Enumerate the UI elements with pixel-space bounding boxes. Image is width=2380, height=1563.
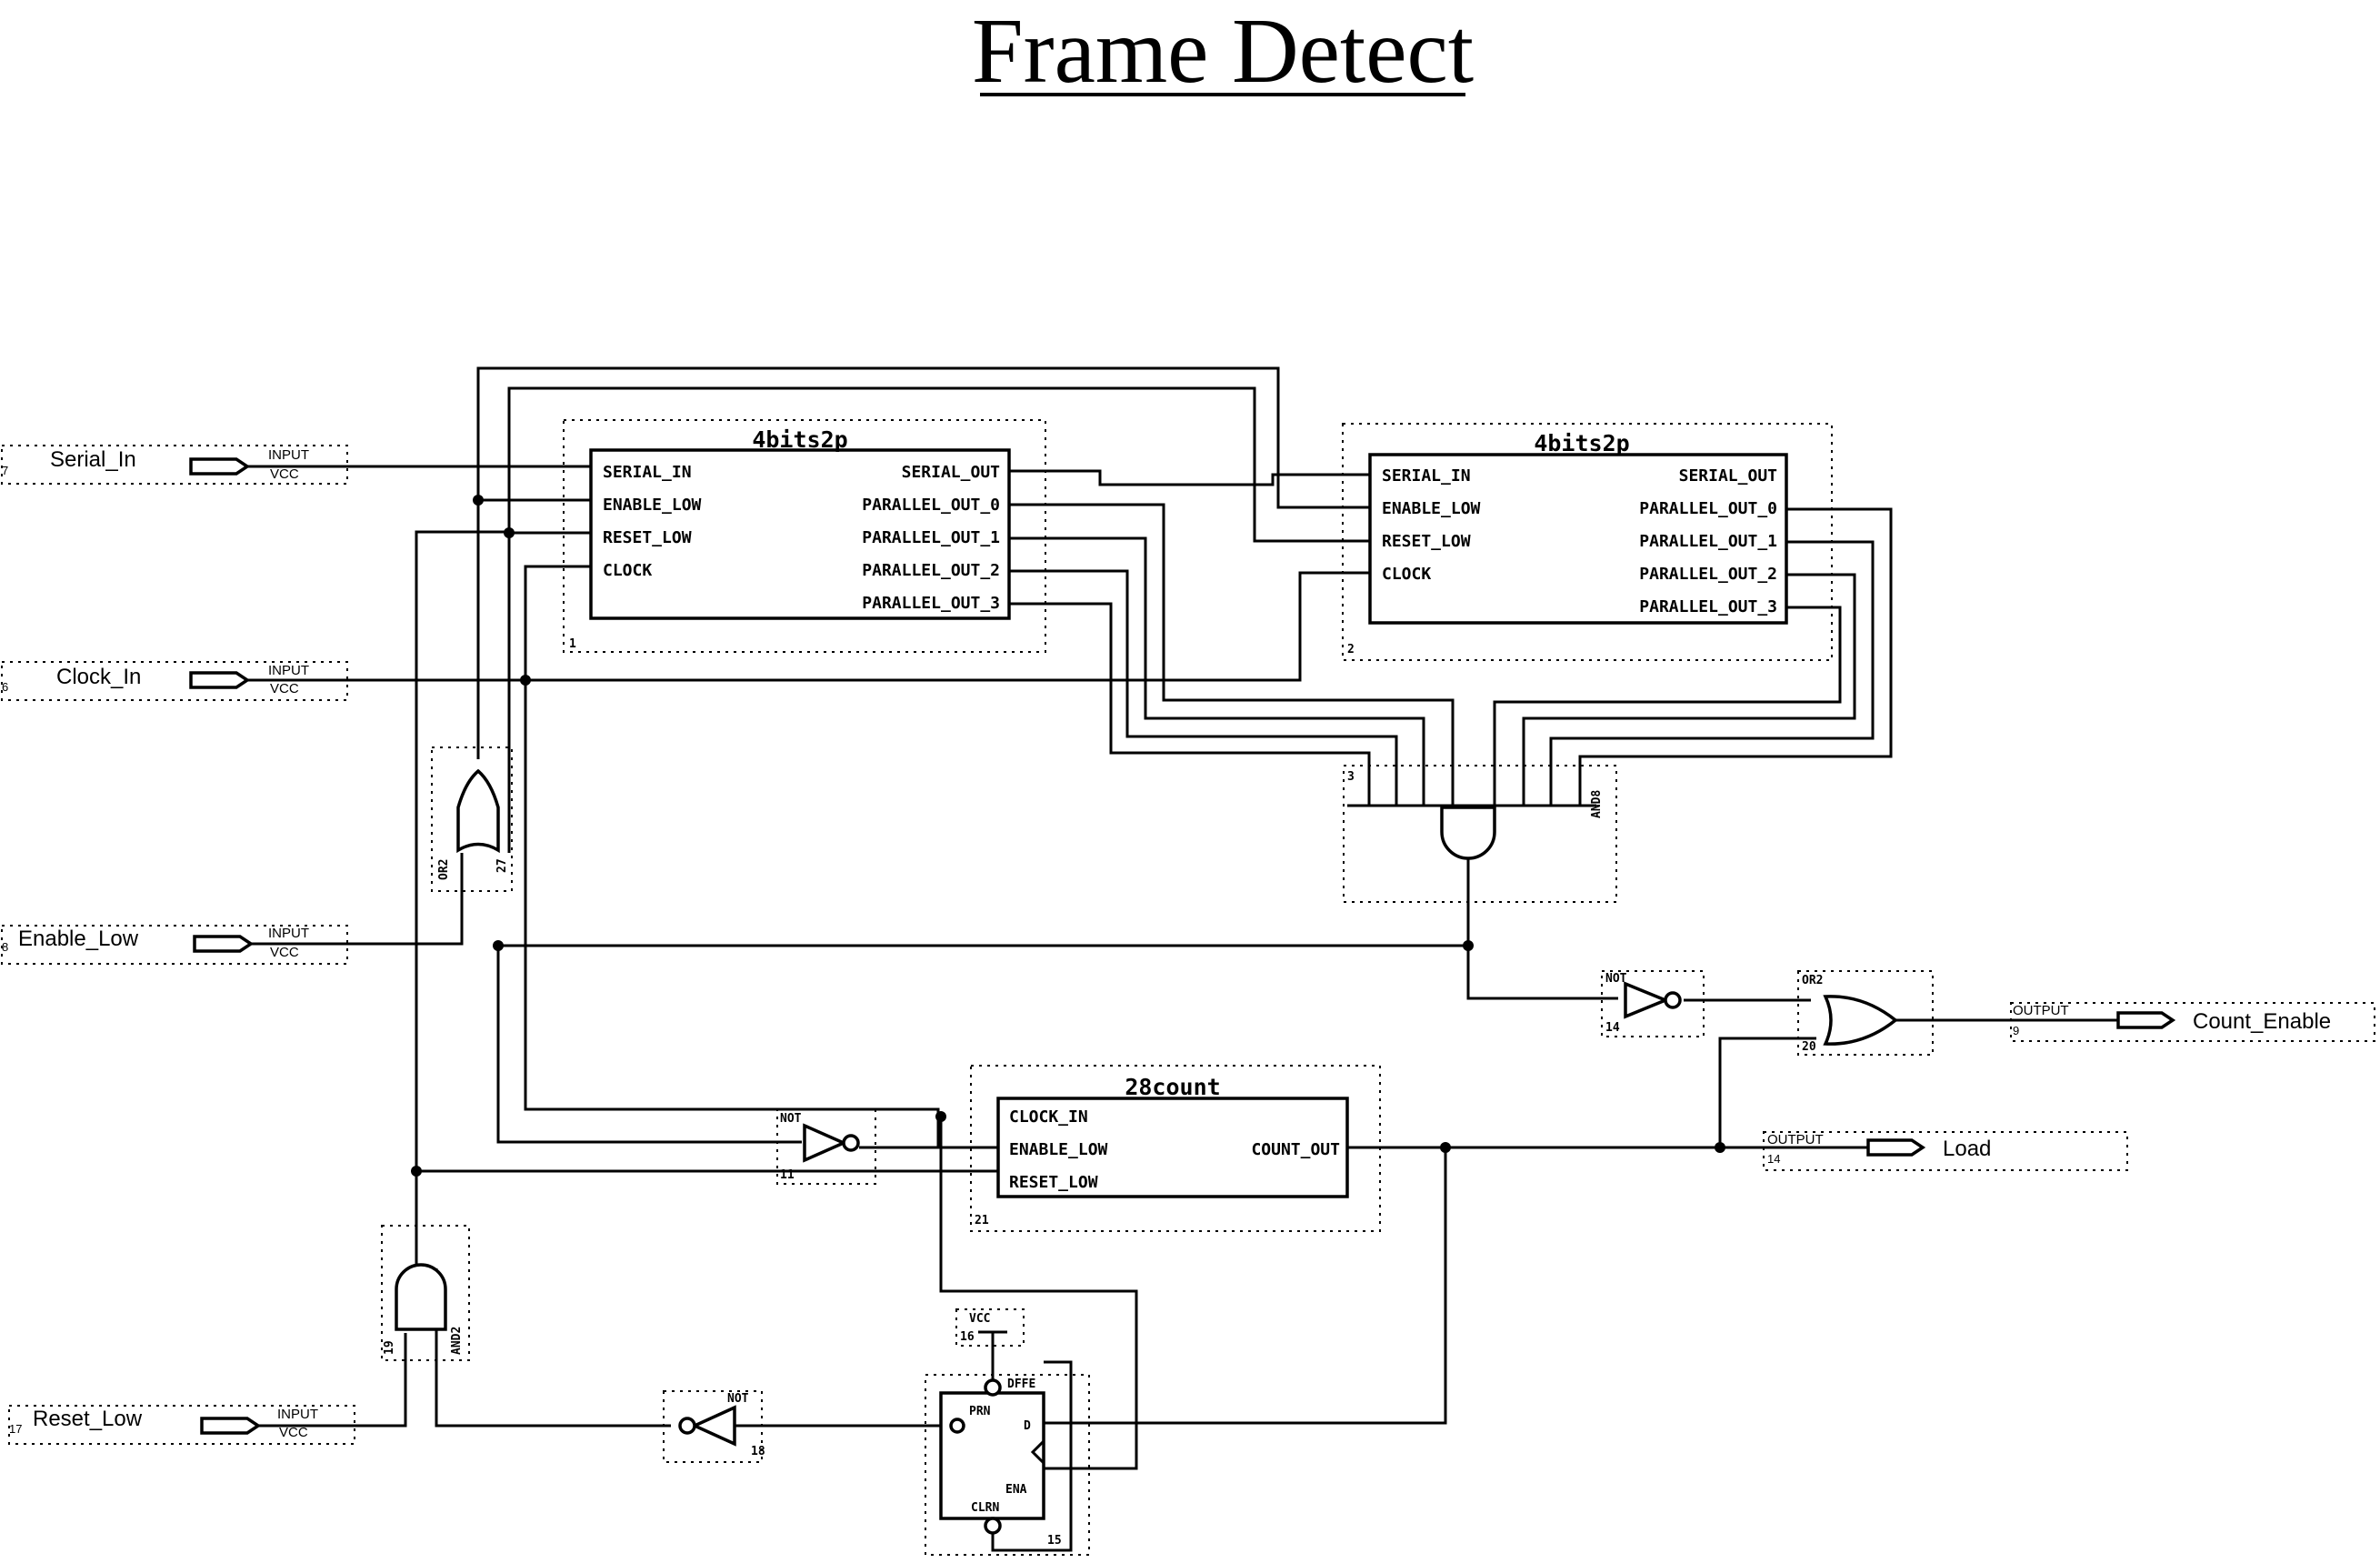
gate-label: OR2	[1802, 974, 1823, 987]
pin-label: RESET_LOW	[603, 528, 692, 547]
pin-tag: VCC	[270, 945, 299, 960]
pin-label: RESET_LOW	[1009, 1173, 1098, 1192]
gate-number: 18	[751, 1445, 765, 1458]
dffe-flipflop: DFFE PRN D ENA CLRN 15	[925, 1374, 1090, 1556]
dffe-pin-prn: PRN	[969, 1405, 991, 1418]
pin-label: PARALLEL_OUT_2	[1639, 565, 1777, 584]
gate-label: AND2	[450, 1327, 464, 1355]
wires	[300, 366, 2118, 1552]
pin-label: ENABLE_LOW	[1382, 499, 1481, 518]
pin-label: PARALLEL_OUT_0	[862, 496, 1000, 515]
gate-label: AND8	[1590, 790, 1604, 818]
pin-label: SERIAL_IN	[1382, 466, 1471, 486]
output-pin-load: OUTPUT 14 Load	[1763, 1131, 2128, 1171]
dffe-pin-d: D	[1024, 1419, 1031, 1433]
pin-name: Count_Enable	[2193, 1009, 2331, 1034]
pin-name: Clock_In	[56, 665, 141, 689]
pin-tag: INPUT	[277, 1407, 318, 1422]
input-pin-clock-in: 6 Clock_In INPUT VCC	[1, 661, 348, 701]
dffe-number: 15	[1047, 1534, 1062, 1548]
pin-label: RESET_LOW	[1382, 532, 1471, 551]
pin-label: CLOCK	[1382, 565, 1431, 584]
gate-number: 20	[1802, 1040, 1816, 1054]
pin-label: CLOCK_IN	[1009, 1107, 1088, 1127]
block-name: 4bits2p	[752, 426, 847, 453]
output-pin-count-enable: OUTPUT 9 Count_Enable	[2010, 1002, 2375, 1042]
vcc-source: VCC 16	[955, 1308, 1025, 1347]
gate-number: 3	[1347, 770, 1355, 784]
block-id: 1	[569, 637, 576, 651]
pin-number: 7	[2, 464, 8, 477]
pin-label: PARALLEL_OUT_3	[862, 594, 1000, 613]
block-name: 4bits2p	[1534, 430, 1629, 456]
or2-gate-right: OR2 20	[1797, 970, 1934, 1056]
gate-number: 27	[495, 858, 509, 873]
pin-label: PARALLEL_OUT_3	[1639, 597, 1777, 616]
pin-number: 17	[9, 1422, 22, 1436]
gate-number: 19	[383, 1340, 396, 1355]
pin-label: PARALLEL_OUT_1	[1639, 532, 1777, 551]
pin-number: 14	[1767, 1152, 1780, 1166]
pin-name: Serial_In	[50, 447, 136, 472]
pin-tag: OUTPUT	[2013, 1003, 2069, 1018]
pin-tag: VCC	[270, 681, 299, 696]
pin-label: SERIAL_OUT	[1679, 466, 1778, 486]
shift-register-block-1: 4bits2p SERIAL_IN ENABLE_LOW RESET_LOW C…	[563, 419, 1046, 653]
pin-label: PARALLEL_OUT_2	[862, 561, 1000, 580]
dffe-pin-ena: ENA	[1005, 1483, 1027, 1497]
gate-label: NOT	[780, 1112, 802, 1126]
pin-name: Enable_Low	[18, 927, 139, 951]
wire-junctions	[411, 495, 1725, 1177]
gate-label: NOT	[727, 1392, 749, 1406]
pin-label: PARALLEL_OUT_0	[1639, 499, 1777, 518]
and8-gate: 3 AND8	[1343, 765, 1617, 903]
input-pin-enable-low: 8 Enable_Low INPUT VCC	[1, 925, 348, 965]
pin-number: 8	[2, 940, 8, 954]
pin-label: ENABLE_LOW	[603, 496, 702, 515]
pin-tag: INPUT	[268, 663, 309, 678]
pin-label: SERIAL_OUT	[902, 463, 1001, 482]
block-id: 21	[975, 1214, 989, 1227]
pin-label: CLOCK	[603, 561, 652, 580]
not-gate-count-enable: NOT 14	[1601, 970, 1705, 1037]
gate-number: 11	[780, 1168, 795, 1182]
counter-block: 28count CLOCK_IN ENABLE_LOW RESET_LOW CO…	[970, 1065, 1381, 1232]
input-pin-serial-in: 7 Serial_In INPUT VCC	[1, 445, 348, 485]
pin-name: Reset_Low	[33, 1407, 143, 1431]
pin-number: 6	[2, 680, 8, 694]
not-gate-reset: NOT 18	[663, 1390, 765, 1463]
pin-tag: VCC	[270, 466, 299, 482]
or2-gate-left: OR2 27	[431, 746, 513, 892]
pin-tag: OUTPUT	[1767, 1132, 1824, 1147]
pin-name: Load	[1943, 1137, 1991, 1161]
pin-label: SERIAL_IN	[603, 463, 692, 482]
gate-label: OR2	[437, 859, 451, 880]
gate-number: 14	[1605, 1021, 1620, 1035]
input-pin-reset-low: 17 Reset_Low INPUT VCC	[8, 1405, 355, 1445]
pin-label: ENABLE_LOW	[1009, 1140, 1108, 1159]
vcc-label: VCC	[969, 1312, 990, 1326]
pin-tag: VCC	[279, 1425, 308, 1440]
block-id: 2	[1347, 643, 1355, 656]
block-name: 28count	[1125, 1074, 1220, 1100]
pin-label: PARALLEL_OUT_1	[862, 528, 1000, 547]
pin-tag: INPUT	[268, 447, 309, 463]
vcc-number: 16	[960, 1330, 975, 1344]
pin-number: 9	[2013, 1024, 2019, 1037]
pin-label: COUNT_OUT	[1251, 1140, 1340, 1159]
and2-gate: 19 AND2	[381, 1225, 470, 1361]
pin-tag: INPUT	[268, 926, 309, 941]
page-title: Frame Detect	[972, 0, 1474, 103]
not-gate-enable: NOT 11	[776, 1108, 876, 1185]
gate-label: NOT	[1605, 972, 1627, 986]
dffe-pin-clrn: CLRN	[971, 1501, 999, 1515]
dffe-label: DFFE	[1007, 1378, 1035, 1391]
shift-register-block-2: 4bits2p SERIAL_IN ENABLE_LOW RESET_LOW C…	[1342, 423, 1833, 661]
